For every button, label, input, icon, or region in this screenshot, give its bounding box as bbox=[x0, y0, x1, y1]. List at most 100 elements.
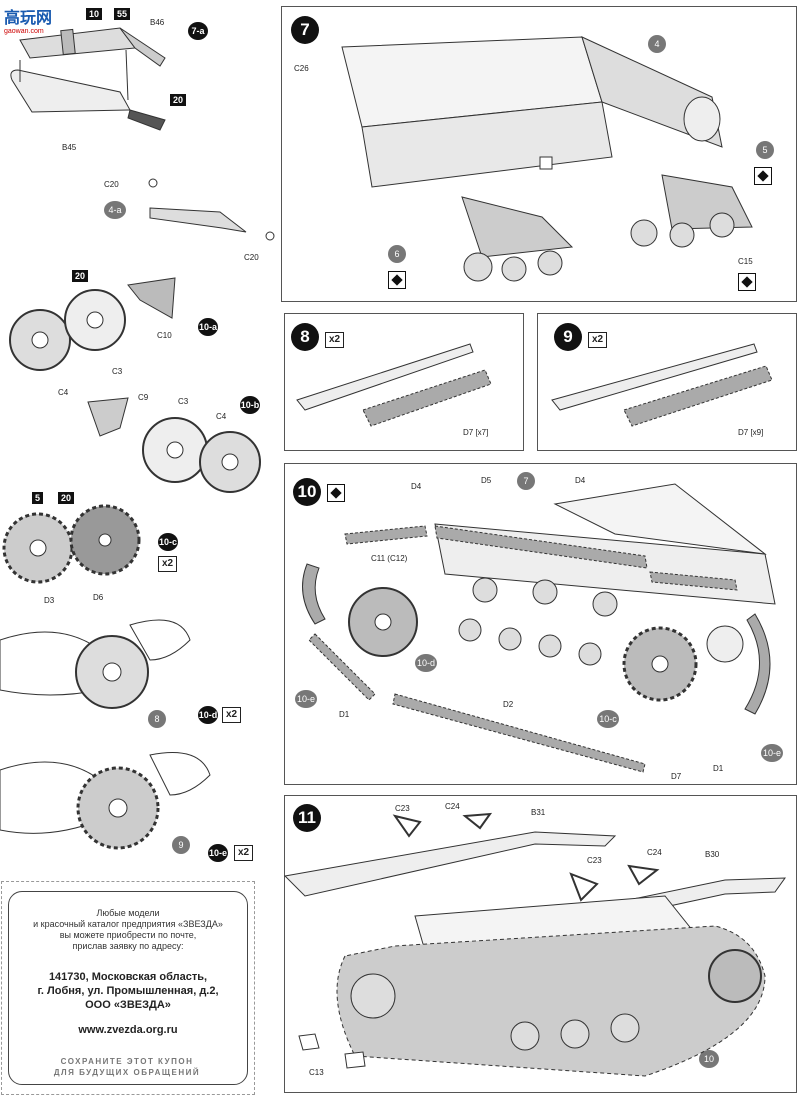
step-7-number: 7 bbox=[291, 16, 319, 44]
coupon-address-3: ООО «ЗВЕЗДА» bbox=[85, 999, 171, 1011]
part-c9: C9 bbox=[138, 393, 149, 402]
part-b46: B46 bbox=[150, 18, 165, 27]
rod-drawing bbox=[148, 178, 275, 241]
marker-10: 10 bbox=[86, 8, 103, 20]
step-8-number: 8 bbox=[291, 323, 319, 351]
coupon-line-2: и красочный каталог предприятия «ЗВЕЗДА» bbox=[33, 919, 223, 929]
subassembly-10b: 10-b bbox=[240, 396, 260, 414]
multiplier-10c: x2 bbox=[158, 556, 178, 572]
part-c4-b: C4 bbox=[216, 412, 227, 421]
marker-5: 5 bbox=[32, 492, 44, 504]
coupon-footer-1: СОХРАНИТЕ ЭТОТ КУПОН bbox=[60, 1057, 194, 1066]
ref-10d: 10-d bbox=[415, 654, 437, 672]
ref-9: 9 bbox=[172, 836, 190, 854]
multiplier-10e: x2 bbox=[234, 845, 254, 861]
step-7-panel: 7 C26 C15 C20 4 5 6 bbox=[244, 6, 797, 302]
ref-10e-left: 10-e bbox=[295, 690, 317, 708]
handle-assembly-drawing bbox=[10, 27, 166, 131]
label-c11-c12: C11 (C12) bbox=[371, 554, 408, 563]
label-d7: D7 bbox=[671, 772, 682, 781]
part-d6: D6 bbox=[93, 593, 104, 602]
coupon-line-1: Любые модели bbox=[96, 908, 160, 918]
wheel-10b-drawing bbox=[87, 397, 261, 493]
step-9-part-label: D7 [x9] bbox=[738, 428, 764, 437]
hand-10d-drawing bbox=[0, 619, 191, 709]
marker-20b: 20 bbox=[72, 270, 89, 282]
label-b31: B31 bbox=[531, 808, 546, 817]
address-coupon: Любые модели и красочный каталог предпри… bbox=[8, 891, 248, 1085]
step-10-number: 10 bbox=[293, 478, 321, 506]
label-c15: C15 bbox=[738, 257, 753, 266]
ref-8: 8 bbox=[148, 710, 166, 728]
track-jig-step9-drawing bbox=[551, 343, 773, 427]
step-8-part-label: D7 [x7] bbox=[463, 428, 489, 437]
step-11-panel: 11 C23 C24 B31 C23 C24 B30 C13 10 bbox=[283, 795, 797, 1093]
part-c4-a: C4 bbox=[58, 388, 69, 397]
coupon-address-2: г. Лобня, ул. Промышленная, д.2, bbox=[37, 985, 219, 997]
step-9-panel: 9 x2 D7 [x9] bbox=[537, 313, 797, 451]
step-8-panel: 8 x2 D7 [x7] bbox=[284, 313, 524, 451]
part-b45: B45 bbox=[62, 143, 77, 152]
step-10-panel: 10 D4 D5 7 D4 C11 (C12) 10-d 10-c 10-e 1… bbox=[284, 463, 797, 785]
subassembly-7a: 7-a bbox=[188, 22, 208, 40]
label-c23-top: C23 bbox=[395, 804, 410, 813]
label-b30: B30 bbox=[705, 850, 720, 859]
label-d2: D2 bbox=[503, 700, 514, 709]
tank-fenders-step11-drawing bbox=[283, 812, 786, 1077]
label-c20-step7: C20 bbox=[244, 253, 259, 262]
ref-10c: 10-c bbox=[597, 710, 619, 728]
part-c10: C10 bbox=[157, 331, 172, 340]
subassembly-10a: 10-a bbox=[198, 318, 218, 336]
ref-6: 6 bbox=[388, 245, 406, 263]
step7-tool-6-icon bbox=[388, 271, 406, 289]
coupon-footer: СОХРАНИТЕ ЭТОТ КУПОН ДЛЯ БУДУЩИХ ОБРАЩЕН… bbox=[8, 1056, 246, 1078]
step7-tool-5-icon bbox=[754, 167, 772, 185]
subassembly-10c: 10-c bbox=[158, 533, 178, 551]
ref-10e-right: 10-e bbox=[761, 744, 783, 762]
track-jig-step8-drawing bbox=[296, 343, 492, 427]
part-d3: D3 bbox=[44, 596, 55, 605]
label-d4-left: D4 bbox=[411, 482, 422, 491]
label-d1-left: D1 bbox=[339, 710, 350, 719]
subassembly-10e: 10-e bbox=[208, 844, 228, 862]
tank-tracks-step10-drawing bbox=[302, 483, 776, 773]
coupon-line-4: прислав заявку по адресу: bbox=[72, 941, 184, 951]
wheel-10a-drawing bbox=[9, 277, 176, 371]
coupon-line-3: вы можете приобрести по почте, bbox=[59, 930, 197, 940]
ref-7: 7 bbox=[517, 472, 535, 490]
label-c24-mid: C24 bbox=[647, 848, 662, 857]
label-c24-top: C24 bbox=[445, 802, 460, 811]
sprocket-10c-drawing bbox=[2, 504, 141, 584]
logo-subtext: gaowan.com bbox=[4, 28, 44, 35]
coupon-website: www.zvezda.org.ru bbox=[78, 1024, 178, 1036]
coupon-address-1: 141730, Московская область, bbox=[48, 971, 208, 983]
subassembly-10d: 10-d bbox=[198, 706, 218, 724]
step-9-multiplier: x2 bbox=[588, 332, 608, 348]
step-9-number: 9 bbox=[554, 323, 582, 351]
hand-10e-drawing bbox=[0, 752, 211, 850]
coupon-cut-line bbox=[1, 881, 255, 1095]
part-c3-a: C3 bbox=[112, 367, 123, 376]
coupon-footer-2: ДЛЯ БУДУЩИХ ОБРАЩЕНИЙ bbox=[53, 1068, 201, 1077]
marker-20a: 20 bbox=[170, 94, 187, 106]
label-d1-right: D1 bbox=[713, 764, 724, 773]
multiplier-10d: x2 bbox=[222, 707, 242, 723]
marker-55: 55 bbox=[114, 8, 131, 20]
label-c23-mid: C23 bbox=[587, 856, 602, 865]
ref-5: 5 bbox=[756, 141, 774, 159]
logo-text: 高玩网 bbox=[4, 10, 53, 27]
marker-20c: 20 bbox=[58, 492, 75, 504]
step10-tool-icon bbox=[327, 484, 345, 502]
step-11-number: 11 bbox=[293, 804, 321, 832]
part-c3-b: C3 bbox=[178, 397, 189, 406]
step7-tool-c15-icon bbox=[738, 273, 756, 291]
ref-10-step11: 10 bbox=[699, 1050, 719, 1068]
part-c20-left: C20 bbox=[104, 180, 119, 189]
tank-hull-step7-drawing bbox=[341, 36, 753, 282]
ref-4: 4 bbox=[648, 35, 666, 53]
logo: 高玩网 gaowan.com bbox=[4, 4, 52, 35]
step-8-multiplier: x2 bbox=[325, 332, 345, 348]
label-c26: C26 bbox=[294, 64, 309, 73]
label-d4-right: D4 bbox=[575, 476, 586, 485]
subassembly-4a-ref: 4-a bbox=[104, 201, 126, 219]
